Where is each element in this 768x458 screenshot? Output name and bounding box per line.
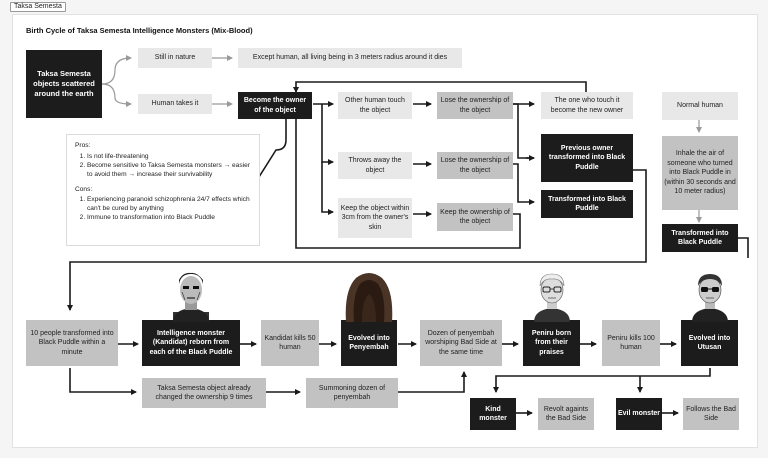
node-summoning: Summoning dozen of penyembah (306, 378, 398, 408)
node-except-human: Except human, all living being in 3 mete… (238, 48, 462, 68)
node-become-owner: Become the owner of the object (238, 92, 312, 119)
node-transformed-black-puddle: Transformed into Black Puddle (541, 190, 633, 218)
node-evil-monster: Evil monster (616, 398, 662, 430)
node-human-takes: Human takes it (138, 94, 212, 114)
tab-taksa-semesta[interactable]: Taksa Semesta (10, 2, 66, 12)
node-evolved-penyembah: Evolved into Penyembah (341, 320, 397, 366)
node-kandidat-kills: Kandidat kills 50 human (261, 320, 319, 366)
pros-cons-box: Pros: Is not life-threatening Become sen… (66, 134, 260, 246)
tab-bar: Taksa Semesta (0, 0, 768, 12)
node-ten-people: 10 people transformed into Black Puddle … (26, 320, 118, 366)
pros-item: Become sensitive to Taksa Semesta monste… (87, 162, 251, 180)
node-scattered: Taksa Semesta objects scattered around t… (26, 50, 102, 118)
diagram-title: Birth Cycle of Taksa Semesta Intelligenc… (26, 26, 253, 35)
peniru-portrait (534, 273, 570, 322)
node-one-who-touch: The one who touch it become the new owne… (541, 92, 633, 119)
node-keep-3cm: Keep the object within 3cm from the owne… (338, 198, 412, 238)
node-throws-away: Throws away the object (338, 152, 412, 179)
node-keep-ownership: Keep the ownership of the object (437, 203, 513, 231)
kandidat-portrait (173, 272, 209, 322)
cons-title: Cons: (75, 185, 93, 193)
cons-item: Experiencing paranoid schizophrenia 24/7… (87, 196, 251, 214)
node-dozen-worship: Dozen of penyembah worshiping Bad Side a… (420, 320, 502, 366)
penyembah-portrait (345, 273, 393, 322)
cons-item: Immune to transformation into Black Pudd… (87, 214, 251, 223)
node-previous-owner: Previous owner transformed into Black Pu… (541, 134, 633, 182)
node-lose-ownership-1: Lose the ownership of the object (437, 92, 513, 119)
node-still-nature: Still in nature (138, 48, 212, 68)
utusan-portrait (692, 274, 728, 322)
node-transformed-black-puddle-2: Transformed into Black Puddle (662, 224, 738, 252)
node-other-touch: Other human touch the object (338, 92, 412, 119)
node-changed-ownership: Taksa Semesta object already changed the… (142, 378, 266, 408)
node-inhale: Inhale the air of someone who turned int… (662, 136, 738, 210)
node-kind-monster: Kind monster (470, 398, 516, 430)
node-peniru-kills: Peniru kills 100 human (602, 320, 660, 366)
pros-title: Pros: (75, 142, 91, 149)
node-intelligence-monster: Intelligence monster (Kandidat) reborn f… (142, 320, 240, 366)
node-peniru-born: Peniru born from their praises (523, 320, 580, 366)
node-lose-ownership-2: Lose the ownership of the object (437, 152, 513, 179)
pros-item: Is not life-threatening (87, 153, 251, 162)
node-revolt: Revolt againts the Bad Side (538, 398, 594, 430)
node-follows: Follows the Bad Side (683, 398, 739, 430)
node-normal-human: Normal human (662, 92, 738, 120)
node-evolved-utusan: Evolved into Utusan (681, 320, 738, 366)
